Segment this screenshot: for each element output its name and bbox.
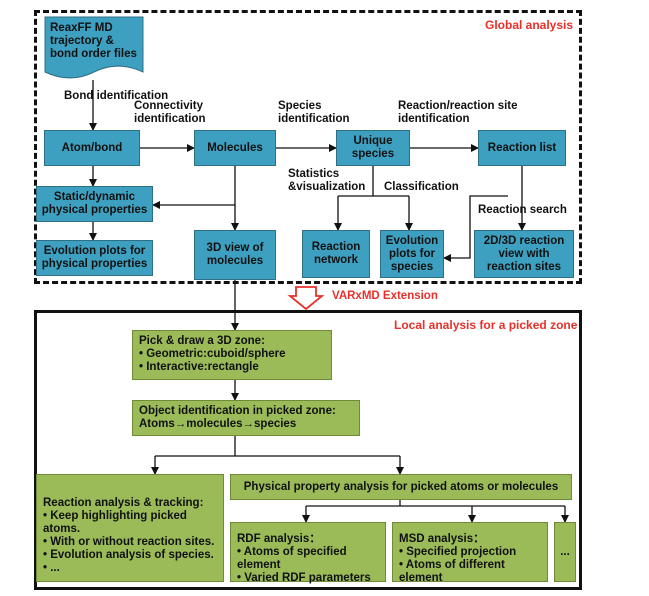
label-species-identification: Species identification (278, 100, 350, 125)
object-id-line2: Atoms→molecules→species (139, 418, 297, 430)
label-bond-identification: Bond identification (64, 90, 169, 102)
rdf-title: RDF analysis： (237, 533, 321, 545)
physical-property-box: Physical property analysis for picked at… (230, 474, 572, 500)
rdf-item: • Atoms of specified element (237, 546, 347, 571)
reaction-analysis-item: • With or without reaction sites. (43, 536, 215, 548)
doc-box-text: ReaxFF MD trajectory & bond order files (50, 22, 137, 60)
doc-shape (44, 16, 144, 79)
msd-item: • Specified projection (399, 546, 517, 558)
label-statistics: Statistics &visualization (288, 168, 366, 193)
label-connectivity: Connectivity identification (134, 100, 206, 125)
reaction-analysis-item: • Evolution analysis of species. (43, 549, 214, 561)
reaction-analysis-box: Reaction analysis & tracking: • Keep hig… (36, 474, 224, 582)
object-id-title: Object identification in picked zone: (139, 405, 336, 417)
view3d-box: 3D view of molecules (194, 230, 276, 280)
reaction-network-box: Reaction network (302, 230, 370, 278)
reaction-analysis-title: Reaction analysis & tracking: (43, 497, 204, 509)
pick-zone-item: • Interactive:rectangle (139, 361, 259, 373)
extension-label: VARxMD Extension (332, 290, 438, 302)
msd-box: MSD analysis： • Specified projection • A… (392, 522, 548, 584)
global-analysis-title: Global analysis (485, 18, 574, 32)
msd-title: MSD analysis： (399, 533, 485, 545)
pick-zone-item: • Geometric:cuboid/sphere (139, 348, 286, 360)
local-analysis-title: Local analysis for a picked zone (394, 318, 578, 332)
evolution-species-box: Evolution plots for species (380, 230, 444, 278)
unique-species-box: Unique species (336, 130, 410, 166)
reaction-analysis-item: • ... (43, 562, 60, 574)
local-analysis-frame (34, 310, 582, 590)
atom-bond-box: Atom/bond (44, 130, 140, 166)
msd-item: • Atoms of different element (399, 559, 505, 584)
reaction-list-box: Reaction list (478, 130, 566, 166)
object-id-box: Object identification in picked zone: At… (132, 400, 360, 436)
more-box: ... (554, 522, 576, 582)
molecules-box: Molecules (194, 130, 276, 166)
label-reaction-site: Reaction/reaction site identification (398, 100, 518, 125)
pick-zone-title: Pick & draw a 3D zone: (139, 335, 265, 347)
extension-arrow (287, 286, 325, 311)
reaction-analysis-item: • Keep highlighting picked atoms. (43, 510, 187, 535)
label-reaction-search: Reaction search (478, 204, 567, 216)
evolution-physical-box: Evolution plots for physical properties (36, 240, 153, 276)
label-classification: Classification (384, 181, 459, 193)
static-dynamic-box: Static/dynamic physical properties (36, 186, 153, 222)
rdf-item: • Varied RDF parameters (237, 572, 371, 584)
pick-zone-box: Pick & draw a 3D zone: • Geometric:cuboi… (132, 330, 332, 380)
global-analysis-frame (34, 10, 582, 284)
reaction-view-box: 2D/3D reaction view with reaction sites (474, 230, 574, 278)
rdf-box: RDF analysis： • Atoms of specified eleme… (230, 522, 386, 584)
